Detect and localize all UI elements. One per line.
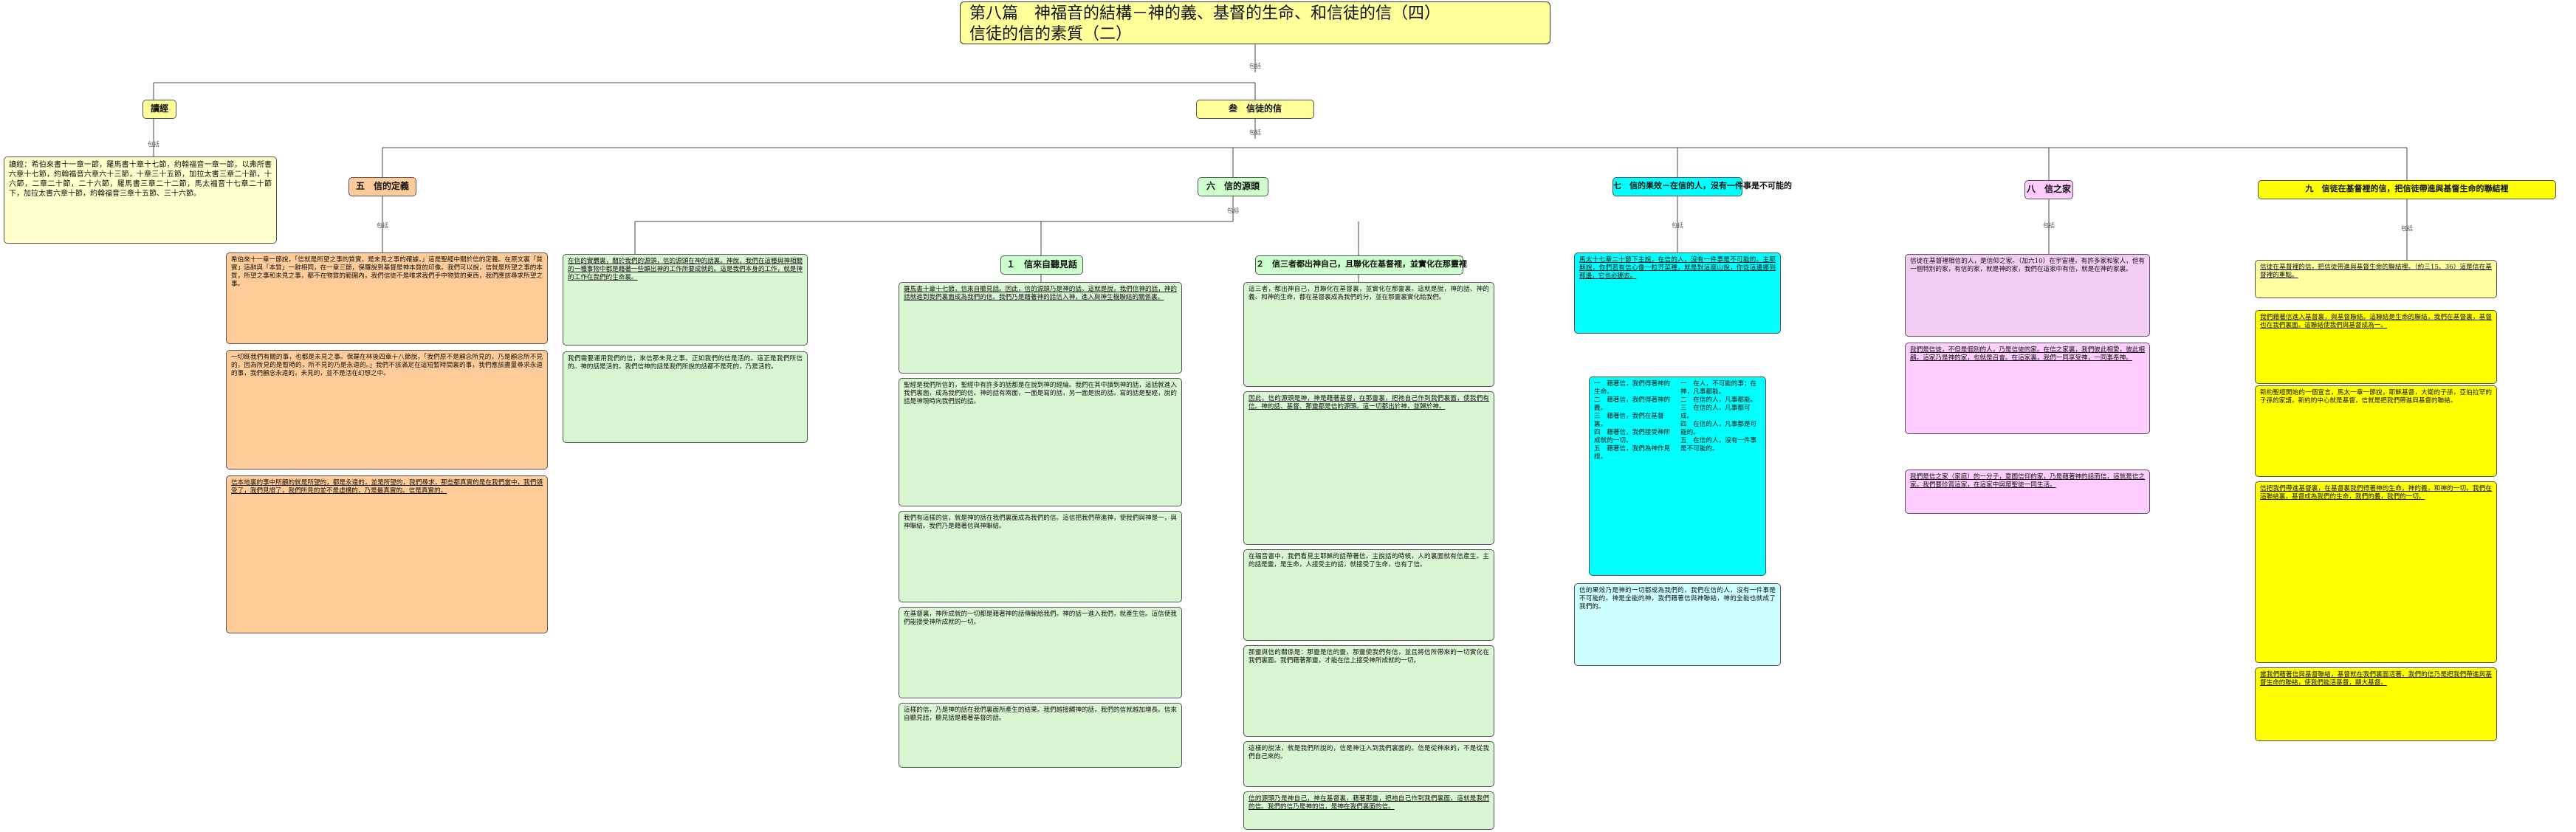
section-5-node[interactable]: 五 信的定義	[348, 177, 416, 196]
section-9-text-5: 當我們藉著信與基督聯結，基督就在我們裏面活著。我們的信乃是把我們帶進與基督生命的…	[2255, 667, 2497, 741]
section-6-1-text-4: 在基督裏，神所成就的一切都是藉著神的話傳輸給我們。神的話一進入我們，就產生信。這…	[899, 607, 1182, 698]
section-6-2-text-6: 信的源頭乃是神自己，神在基督裏，藉著那靈，把祂自己作到我們裏面，這就是我們的信。…	[1243, 791, 1494, 830]
section-6-1-text-2: 聖經是我們所信的，聖經中有許多的話都是在說到神的經綸。我們在其中讀到神的話，這話…	[899, 378, 1182, 506]
section-6-1-text-5: 這樣的信，乃是神的話在我們裏面所產生的結果。我們越接觸神的話，我們的信就越加增長…	[899, 703, 1182, 768]
section-6-2-text-2: 因此，信的源頭是神，神是藉著基督，在那靈裏，把祂自己作到我們裏面，使我們有信。神…	[1243, 391, 1494, 545]
section-8-text-3: 我們是信之家（家庭）的一分子，意圖信仰的家，乃是藉著神的話而信，這就是信之家。我…	[1905, 470, 2150, 514]
section-9-text-2: 我們藉著信進入基督裏，與基督聯結。這聯結是生命的聯結，我們在基督裏，基督也在我們…	[2255, 310, 2497, 384]
section-6-intro-2: 我們需要運用我們的信，來信那未見之事。正如我們的信是活的。這正是我們所信的。神的…	[563, 351, 808, 443]
title-line-1: 第八篇 神福音的結構－神的義、基督的生命、和信徒的信（四）	[969, 4, 1441, 23]
section-6-1-node[interactable]: １ 信來自聽見話	[1000, 255, 1083, 275]
section-6-2-text-5: 這樣的說法，就是我們所說的，信是神注入到我們裏面的。信是從神來的，不是從我們自己…	[1243, 741, 1494, 787]
section-5-text-1: 希伯來十一章一節說，「信就是所望之事的質實，是未見之事的確據。」這是聖經中關於信…	[226, 252, 548, 344]
section-8-node[interactable]: 八 信之家	[2024, 180, 2073, 199]
section-8-text-2: 我們是信徒，不但是個別的人，乃是信徒的家。在信之家裏，我們彼此相愛，彼此相顧。這…	[1905, 343, 2150, 434]
link-label: 包括	[1672, 222, 1683, 229]
section-9-text-4: 信把我們帶進基督裏，在基督裏我們得著神的生命，神的義，和神的一切。我們在這聯結裏…	[2255, 481, 2497, 663]
section-7-text-2: 信的果效乃是神的一切都成為我們的，我們在信的人，沒有一件事是不可能的。神是全能的…	[1574, 583, 1781, 666]
section-7-node[interactable]: 七 信的果效－在信的人，沒有一件事是不可能的	[1612, 177, 1792, 196]
section-8-text-1: 信徒在基督裡相信的人，是信仰之家。（加六10）在宇宙裡，有許多家和家人，但有一個…	[1905, 254, 2150, 337]
section-5-text-2: 一切既我們有關的事，也都是未見之事。保羅在林後四章十八節說，「我們原不是顧念所見…	[226, 350, 548, 470]
section-6-2-text-1: 這三者，都出神自己，且聯化在基督裏，並實化在那靈裏。這就是說，神的話、神的義、和…	[1243, 282, 1494, 387]
section-6-2-node[interactable]: ２ 信三者都出神自己，且聯化在基督裡，並實化在那靈裡	[1255, 255, 1467, 275]
section-6-2-text-4: 那靈與信的關係是：那靈是信的靈，那靈使我們有信，並且將信所帶來的一切實化在我們裏…	[1243, 645, 1494, 737]
section-6-1-text-3: 我們有這樣的信，就是神的話在我們裏面成為我們的信。這信把我們帶進神，使我們與神是…	[899, 511, 1182, 602]
page-title: 第八篇 神福音的結構－神的義、基督的生命、和信徒的信（四） 信徒的信的素質（二）	[960, 1, 1550, 44]
link-label: 包括	[1227, 207, 1239, 214]
section-7-text-1: 馬太十七章二十節下主說，在信的人，沒有一件事是不可能的。主耶穌說，你們若有信心像…	[1574, 252, 1781, 334]
section-9-text-3: 新約聖經開始的一個宣言，馬太一章一節說，耶穌基督，大衛的子孫，亞伯拉罕的子孫的家…	[2255, 385, 2497, 477]
section-7-list: 一 藉著信，我們得著神的生命。 二 藉著信，我們得著神的義。 三 藉著信，我們在…	[1589, 377, 1766, 576]
link-label: 包括	[1249, 129, 1261, 136]
link-label: 包括	[377, 222, 388, 229]
section-5-text-3: 信本地裏的事中所顧的就是所望的，都是永遠的，並是所望的，我們尋求，那些都真實的是…	[226, 475, 548, 633]
section-9-node[interactable]: 九 信徒在基督裡的信，把信徒帶進與基督生命的聯結裡	[2258, 180, 2556, 199]
section-6-intro-1: 在信的實體裏，關於我們的源頭，信的源頭在神的話裏。神說，我們在這種與神相關的一種…	[563, 254, 808, 345]
link-label: 包括	[2401, 225, 2413, 232]
intro-reading-box: 讀經：希伯來書十一章一節，羅馬書十章十七節，約翰福音一章一節，以弗所書六章十七節…	[4, 157, 277, 244]
section-6-2-text-3: 在福音書中，我們看見主耶穌的話帶著信。主說話的時候，人的裏面就有信產生。主的話是…	[1243, 549, 1494, 641]
link-label: 包括	[148, 141, 159, 148]
section-6-1-text-1: 羅馬書十章十七節，信來自聽見話。因此，信的源頭乃是神的話。這就是說，我們信神的話…	[899, 282, 1182, 374]
title-line-2: 信徒的信的素質（二）	[969, 25, 1133, 44]
faith-node[interactable]: 叁 信徒的信	[1196, 100, 1314, 119]
link-label: 包括	[1249, 63, 1261, 69]
link-label: 包括	[2043, 222, 2055, 229]
section-9-text-1: 信徒在基督裡的信，把信徒帶進與基督生命的聯結裡。（約三15、36）這是信在基督裡…	[2255, 260, 2497, 298]
intro-node[interactable]: 讀經	[142, 100, 176, 119]
section-6-node[interactable]: 六 信的源頭	[1198, 177, 1268, 196]
